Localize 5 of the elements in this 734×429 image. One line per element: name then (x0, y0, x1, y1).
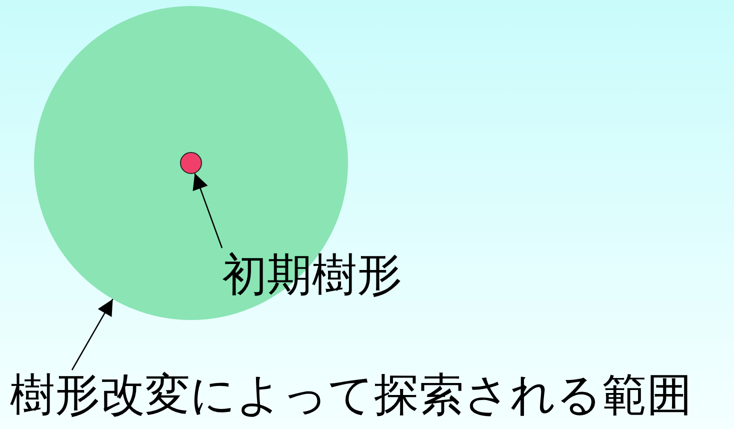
leader-arrow (71, 298, 114, 370)
label: 初期樹形 (222, 250, 402, 300)
label: 樹形改変によって探索される範囲 (10, 370, 692, 420)
initial-tree-dot (180, 152, 202, 174)
leader-arrow (192, 173, 223, 248)
